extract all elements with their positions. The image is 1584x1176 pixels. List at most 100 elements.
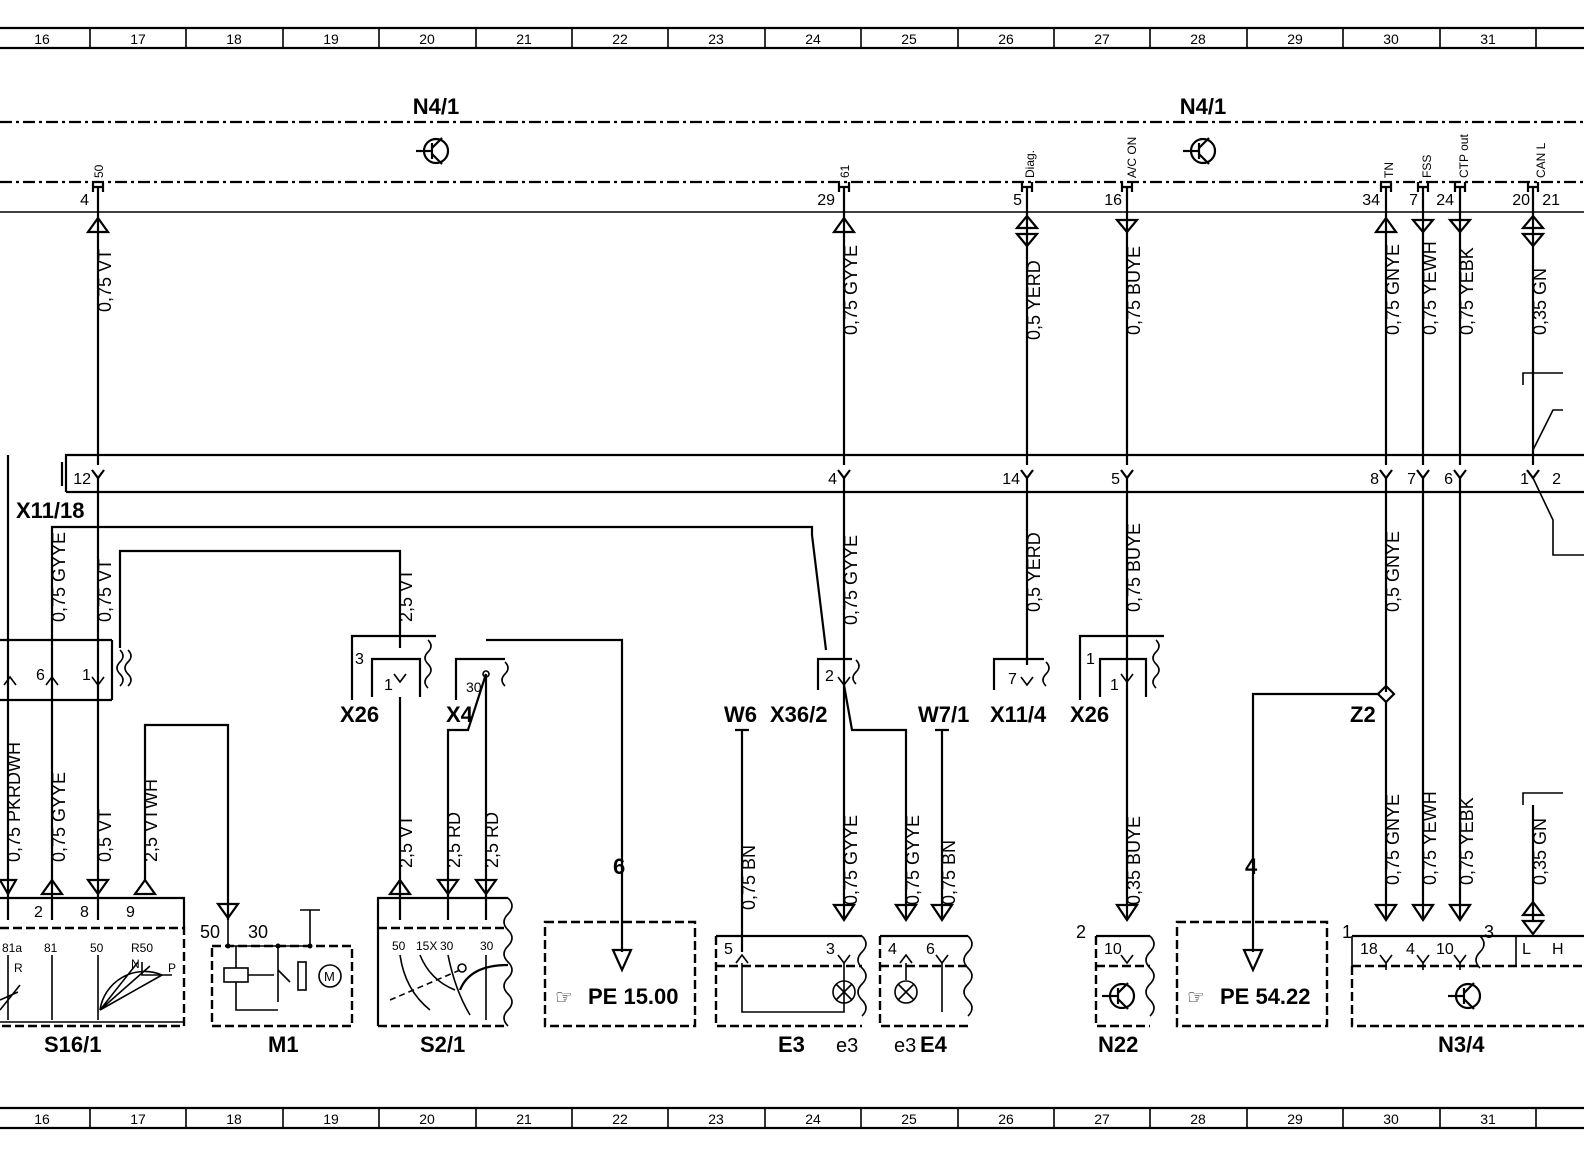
wire-label: 0,75 YEBK bbox=[1457, 247, 1477, 335]
grid-num: 19 bbox=[323, 1111, 339, 1127]
component-label-n4-1: N4/1 bbox=[1180, 94, 1226, 119]
wire-label: 0,5 VT bbox=[95, 809, 115, 862]
grid-num: 22 bbox=[612, 1111, 628, 1127]
grid-num: 18 bbox=[226, 1111, 242, 1127]
pin-number: 8 bbox=[1370, 471, 1379, 488]
pin-number: 21 bbox=[1542, 192, 1560, 209]
pin-signal-label: FSS bbox=[1420, 155, 1434, 178]
pin-number: 6 bbox=[36, 667, 45, 684]
grid-strip-top: 16 17 18 19 20 21 22 23 24 25 26 27 28 2… bbox=[0, 26, 1584, 50]
grid-num: 23 bbox=[708, 1111, 724, 1127]
pin-number: 1 bbox=[1086, 651, 1095, 668]
component-label-s2-1: S2/1 bbox=[420, 1032, 465, 1057]
pin-label: 15X bbox=[416, 939, 437, 953]
arrow-number: 4 bbox=[1245, 854, 1258, 879]
pin-number: 4 bbox=[888, 941, 897, 958]
component-label-n4-1: N4/1 bbox=[413, 94, 459, 119]
pin-signal-label: 50 bbox=[92, 164, 106, 178]
connector-label-x11-4: X11/4 bbox=[990, 702, 1047, 727]
pin-number: 6 bbox=[1444, 471, 1453, 488]
pin-label: 30 bbox=[440, 939, 454, 953]
pin-number: 1 bbox=[1342, 922, 1352, 942]
wire-label: 0,5 YERD bbox=[1024, 260, 1044, 340]
pin-label: 50 bbox=[200, 922, 220, 942]
pin-signal-label: TN bbox=[1382, 162, 1396, 178]
grid-num: 25 bbox=[901, 1111, 917, 1127]
pin-number: 7 bbox=[1409, 192, 1418, 209]
component-sublabel: e3 bbox=[894, 1035, 916, 1057]
pin-number: 7 bbox=[1407, 471, 1416, 488]
wire-label: 2,5 VTWH bbox=[141, 779, 161, 862]
component-label-e4: E4 bbox=[920, 1032, 948, 1057]
control-unit-n4-1: N4/1 N4/1 50 61 Diag. A/C ON TN FSS CTP … bbox=[0, 94, 1584, 184]
pin-number: 1 bbox=[384, 677, 393, 694]
wire-label: 0,35 GN bbox=[1530, 268, 1550, 335]
lamp-icon bbox=[832, 980, 856, 1004]
wire-label: 2,5 VT bbox=[396, 815, 416, 868]
wire-label: 0,75 YEWH bbox=[1420, 791, 1440, 885]
connector-x11-18: X11/18 12 4 14 5 8 7 6 1 2 bbox=[16, 453, 1584, 523]
page-ref-pe-54[interactable]: ☞ PE 54.22 bbox=[1175, 920, 1329, 1028]
pin-signal-label: CAN L bbox=[1534, 142, 1548, 178]
wire-label: 0,75 GYYE bbox=[841, 535, 861, 625]
page-ref-label: PE 15.00 bbox=[588, 984, 679, 1009]
pin-signal-label: Diag. bbox=[1023, 150, 1037, 178]
grid-num: 22 bbox=[612, 31, 628, 47]
component-label-m1: M1 bbox=[268, 1032, 299, 1057]
pin-number: 1 bbox=[1520, 471, 1529, 488]
pin-number: 2 bbox=[34, 904, 43, 921]
pin-label: 30 bbox=[480, 939, 494, 953]
pin-number: 34 bbox=[1362, 192, 1380, 209]
motor-icon bbox=[318, 964, 342, 988]
wire-label: 0,75 GYYE bbox=[841, 245, 861, 335]
transistor-icon bbox=[1183, 137, 1217, 165]
grid-num: 16 bbox=[34, 1111, 50, 1127]
hand-pointer-icon: ☞ bbox=[555, 987, 573, 1009]
pin-label: P bbox=[168, 961, 176, 975]
grid-num: 31 bbox=[1480, 1111, 1496, 1127]
mid-wires: 0,75 GYYE 0,75 VT 2,5 VT 0,75 GYYE 0,5 Y… bbox=[6, 455, 1584, 920]
pin-number: 12 bbox=[73, 471, 91, 488]
pin-label: H bbox=[1552, 941, 1564, 958]
page-ref-pe-15[interactable]: ☞ PE 15.00 bbox=[543, 920, 697, 1028]
wire-label: 0,75 BN bbox=[939, 840, 959, 905]
component-n3-4: 1 18 4 10 3 L H N3/4 bbox=[1342, 900, 1584, 1057]
wire-label: 0,75 GYYE bbox=[49, 532, 69, 622]
grid-num: 16 bbox=[34, 31, 50, 47]
grid-num: 19 bbox=[323, 31, 339, 47]
grid-num: 26 bbox=[998, 31, 1014, 47]
wire-label: 0,75 GNYE bbox=[1383, 244, 1403, 335]
pin-label: R bbox=[14, 961, 23, 975]
wire-label: 0,75 PKRDWH bbox=[4, 742, 24, 862]
wire-label: 0,75 GYYE bbox=[49, 772, 69, 862]
pin-number: 1 bbox=[1110, 677, 1119, 694]
pin-number: 4 bbox=[80, 192, 89, 209]
connector-label-x36-2: X36/2 bbox=[770, 702, 828, 727]
connector-row: 6 1 3 1 X26 30 X4 W6 2 X36/2 W7/1 bbox=[0, 634, 1396, 952]
component-s2-1: 50 15X 30 30 S2/1 bbox=[376, 878, 513, 1057]
component-label-s16-1: S16/1 bbox=[44, 1032, 102, 1057]
wire-label: 0,75 GYYE bbox=[841, 815, 861, 905]
pin-number: 18 bbox=[1360, 941, 1378, 958]
pin-number: 8 bbox=[80, 904, 89, 921]
pin-number: 14 bbox=[1002, 471, 1020, 488]
pin-signal-label: A/C ON bbox=[1125, 137, 1139, 178]
pin-number: 6 bbox=[926, 941, 935, 958]
connector-label-z2: Z2 bbox=[1350, 702, 1376, 727]
pin-number: 16 bbox=[1104, 192, 1122, 209]
grid-num: 26 bbox=[998, 1111, 1014, 1127]
svg-text:M: M bbox=[324, 969, 335, 984]
pin-label: 81a bbox=[2, 941, 22, 955]
pin-signal-label: CTP out bbox=[1457, 134, 1471, 178]
pin-number: 1 bbox=[82, 667, 91, 684]
connector-label-x11-18: X11/18 bbox=[16, 498, 85, 523]
component-label-n22: N22 bbox=[1098, 1032, 1138, 1057]
transistor-icon bbox=[1102, 982, 1136, 1010]
grid-num: 17 bbox=[130, 31, 146, 47]
hand-pointer-icon: ☞ bbox=[1187, 987, 1205, 1009]
pin-number: 5 bbox=[1013, 192, 1022, 209]
grid-num: 27 bbox=[1094, 31, 1110, 47]
pin-label: R50 bbox=[131, 941, 153, 955]
pin-number: 9 bbox=[126, 904, 135, 921]
component-label-n3-4: N3/4 bbox=[1438, 1032, 1485, 1057]
